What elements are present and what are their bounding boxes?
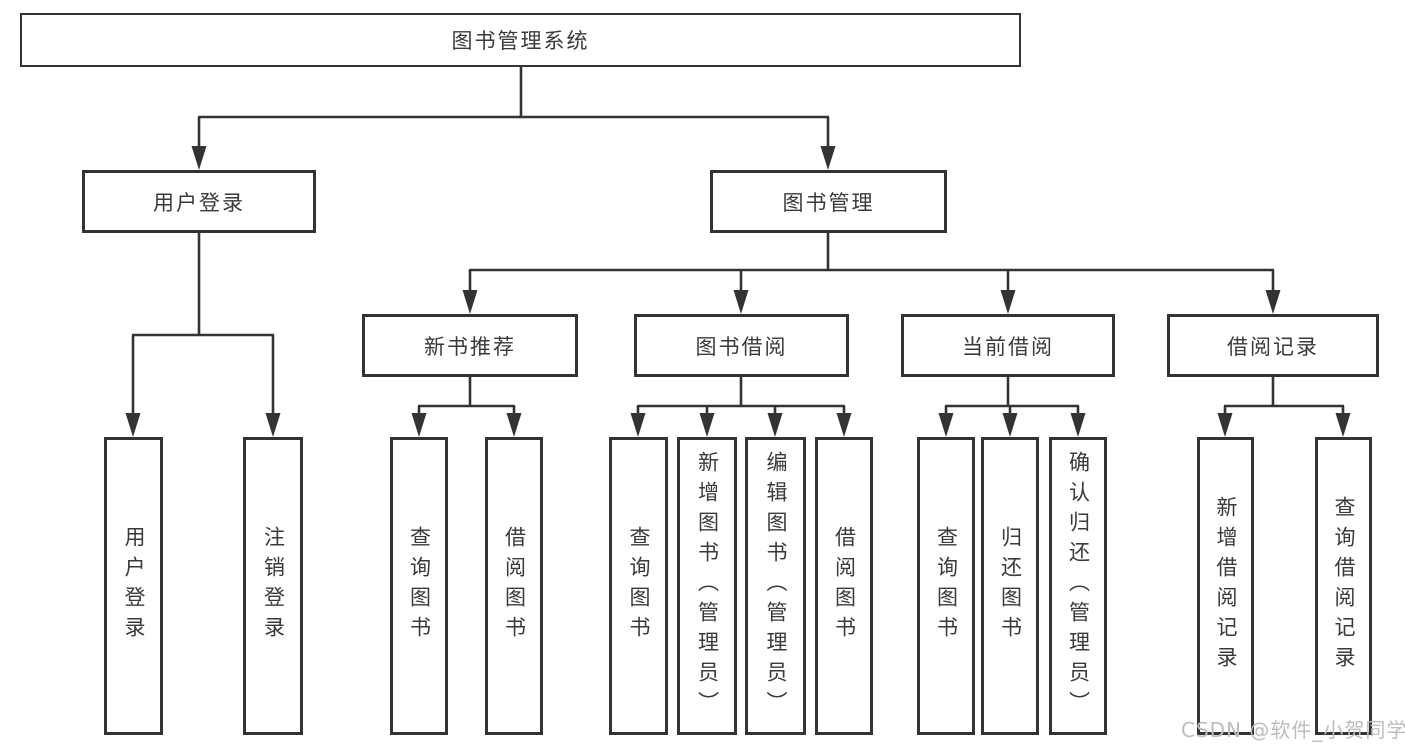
- leaf-borrow-query-label: 查询图书: [627, 526, 651, 646]
- node-user-login-label: 用户登录: [153, 190, 245, 215]
- leaf-user-login: 用户登录: [104, 437, 163, 735]
- leaf-borrow-query: 查询图书: [609, 437, 668, 735]
- leaf-newbooks-query-label: 查询图书: [407, 526, 432, 646]
- leaf-records-query-label: 查询借阅记录: [1332, 496, 1356, 676]
- connector-borrow-records-to-leaves: [1217, 377, 1351, 437]
- node-current-borrow-label: 当前借阅: [962, 334, 1054, 359]
- leaf-newbooks-borrow-label: 借阅图书: [502, 526, 527, 646]
- connector-current-borrow-to-leaves: [938, 377, 1086, 437]
- leaf-borrow-edit-admin-label: 编辑图书（管理员）: [764, 451, 788, 721]
- leaf-records-add: 新增借阅记录: [1197, 437, 1254, 735]
- node-book-management: 图书管理: [710, 170, 947, 233]
- leaf-borrow-add-admin-label: 新增图书（管理员）: [695, 451, 720, 721]
- connector-root-to-level2: [191, 67, 836, 170]
- connector-book-borrow-to-leaves: [630, 377, 852, 437]
- node-root-label: 图书管理系统: [451, 29, 590, 53]
- leaf-logout: 注销登录: [243, 437, 303, 735]
- watermark: CSDN @软件_小贺同学: [1181, 718, 1405, 742]
- node-book-borrow-label: 图书借阅: [695, 334, 788, 359]
- leaf-newbooks-borrow: 借阅图书: [485, 437, 543, 735]
- connector-book-mgmt-to-level3: [462, 233, 1281, 314]
- leaf-records-query: 查询借阅记录: [1315, 437, 1372, 735]
- leaf-newbooks-query: 查询图书: [390, 437, 448, 735]
- node-current-borrow: 当前借阅: [901, 314, 1115, 377]
- leaf-current-return: 归还图书: [981, 437, 1039, 735]
- connector-new-books-to-leaves: [411, 377, 522, 437]
- leaf-current-confirm-admin: 确认归还（管理员）: [1049, 437, 1107, 735]
- node-root: 图书管理系统: [20, 13, 1021, 67]
- leaf-logout-label: 注销登录: [261, 526, 286, 646]
- leaf-current-confirm-admin-label: 确认归还（管理员）: [1066, 451, 1091, 721]
- leaf-borrow-borrow: 借阅图书: [815, 437, 873, 735]
- leaf-current-query: 查询图书: [917, 437, 975, 735]
- leaf-borrow-borrow-label: 借阅图书: [832, 526, 857, 646]
- connector-user-login-to-leaves: [125, 233, 281, 437]
- node-new-books: 新书推荐: [362, 314, 578, 377]
- leaf-records-add-label: 新增借阅记录: [1214, 496, 1238, 676]
- node-new-books-label: 新书推荐: [424, 334, 516, 359]
- node-borrow-records-label: 借阅记录: [1227, 334, 1319, 359]
- leaf-borrow-edit-admin: 编辑图书（管理员）: [745, 437, 806, 735]
- leaf-borrow-add-admin: 新增图书（管理员）: [677, 437, 737, 735]
- node-user-login: 用户登录: [82, 170, 316, 233]
- leaf-user-login-label: 用户登录: [122, 526, 146, 646]
- node-book-borrow: 图书借阅: [634, 314, 849, 377]
- leaf-current-query-label: 查询图书: [934, 526, 959, 646]
- node-book-management-label: 图书管理: [782, 190, 875, 215]
- leaf-current-return-label: 归还图书: [998, 526, 1023, 646]
- node-borrow-records: 借阅记录: [1167, 314, 1379, 377]
